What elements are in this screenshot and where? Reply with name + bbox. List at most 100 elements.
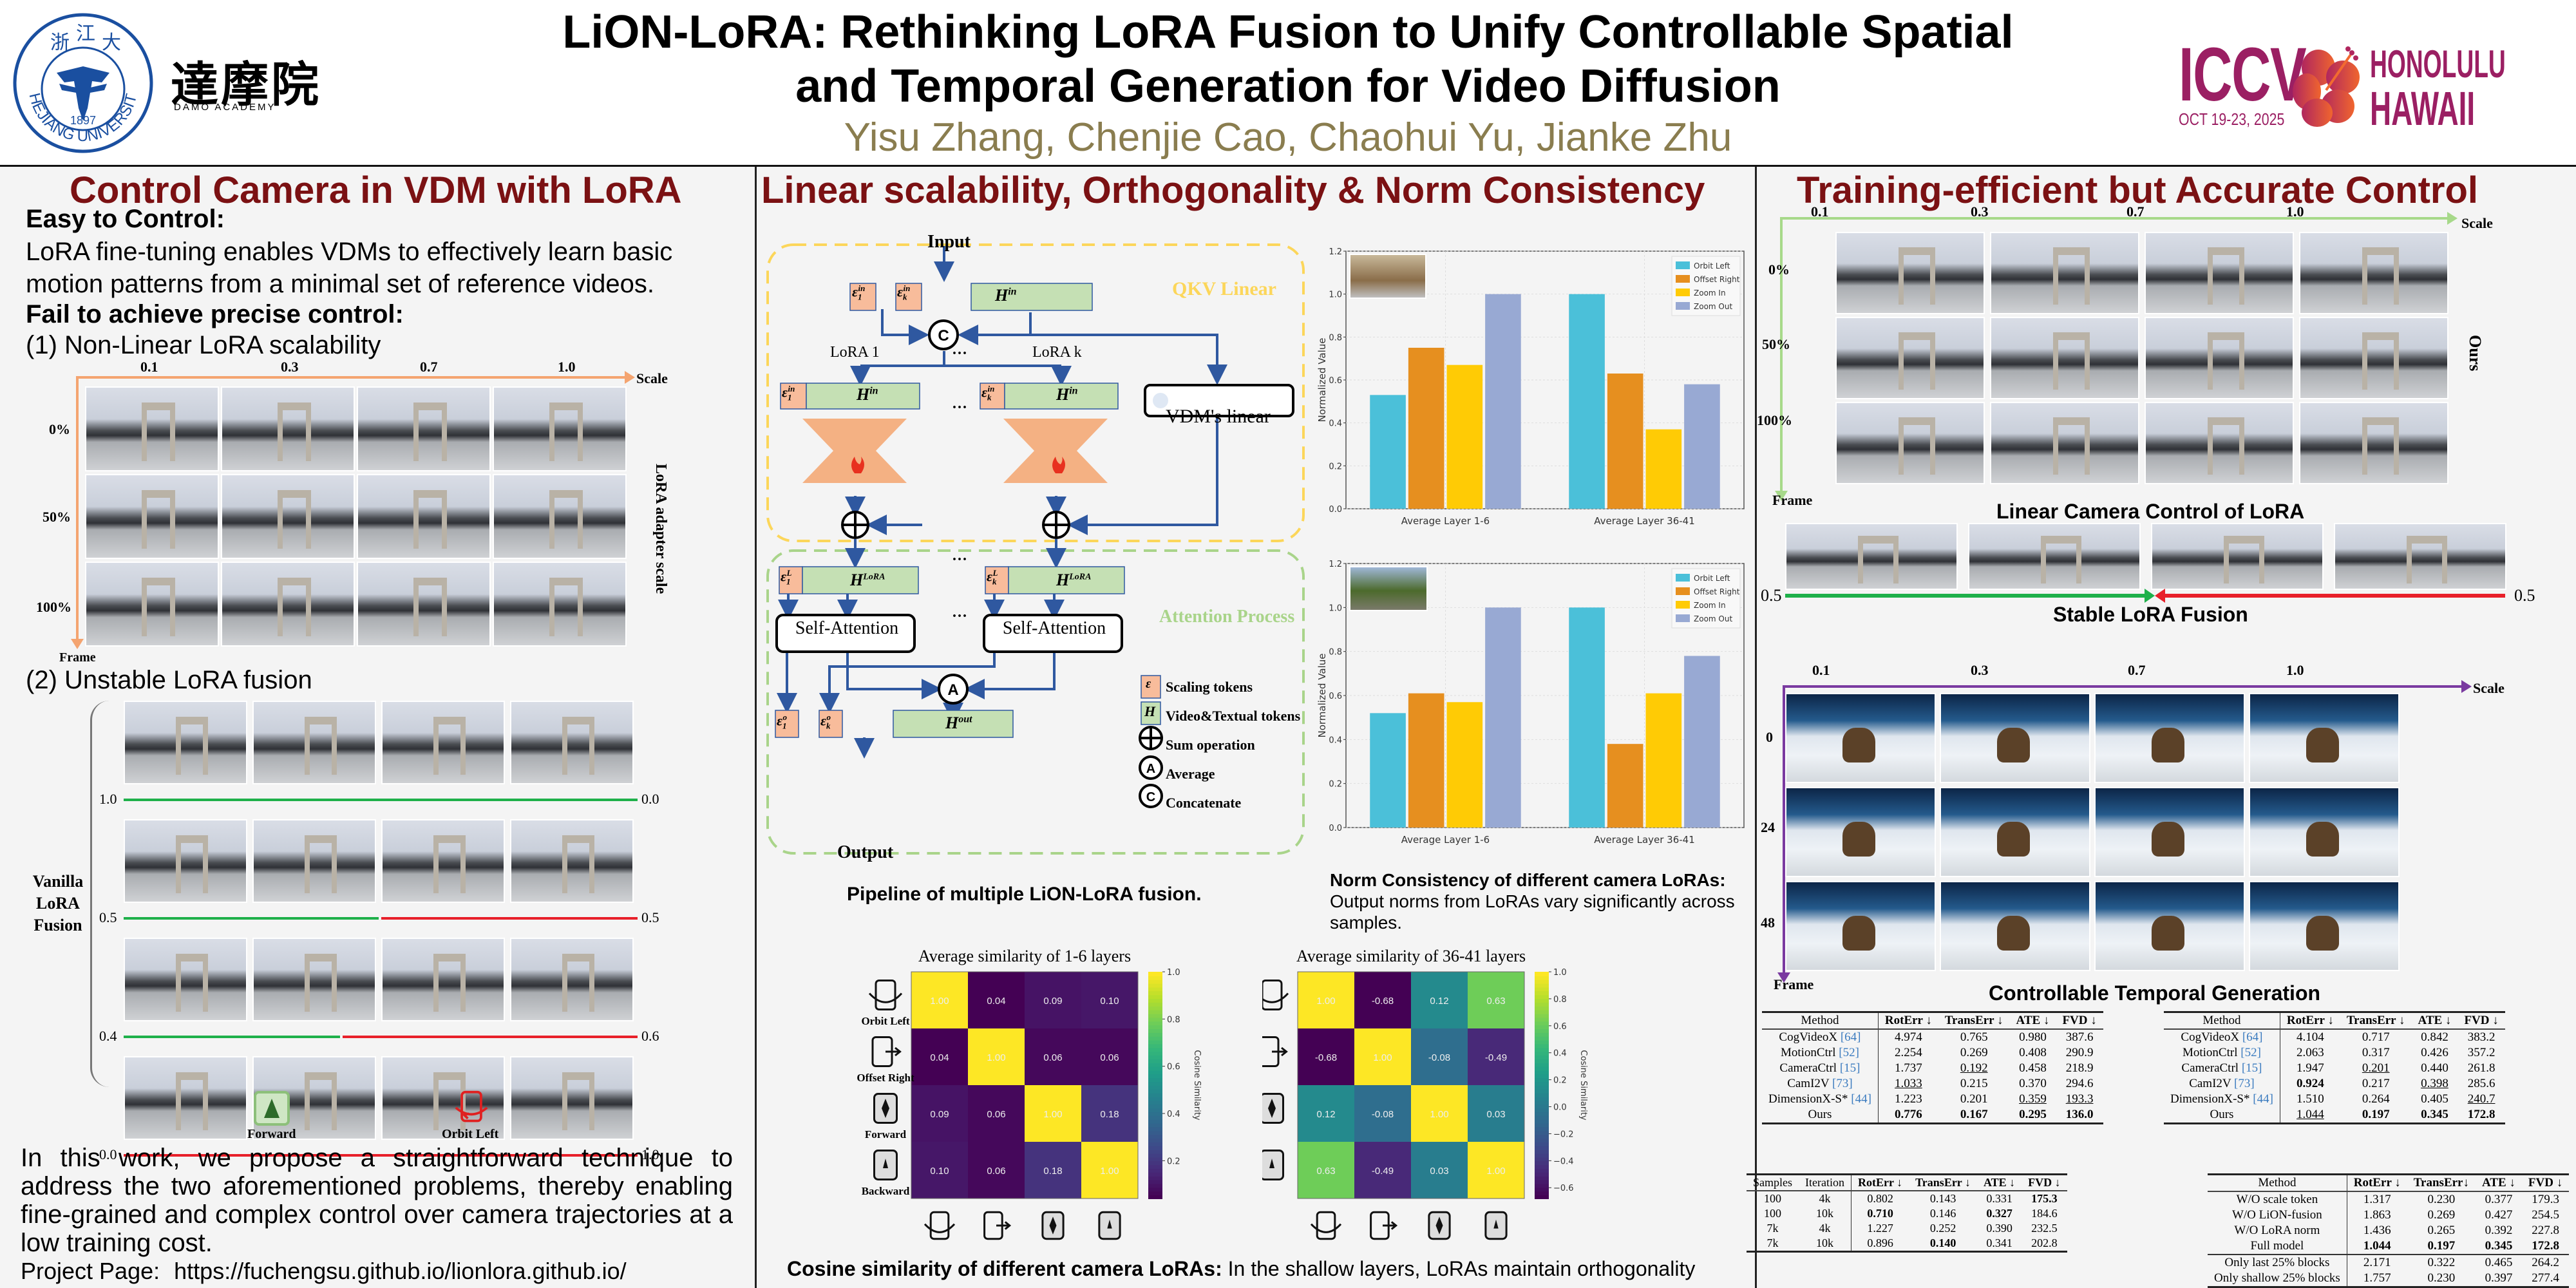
- colorbar-segment: [1535, 1055, 1549, 1059]
- value-cell: 0.440: [2421, 1061, 2448, 1075]
- heatmap-cell: [1025, 1142, 1081, 1198]
- heatmap-cell-value: 0.09: [930, 1109, 949, 1120]
- column-divider-2: [1755, 167, 1757, 1288]
- value-cell: 232.5: [2031, 1222, 2058, 1235]
- colorbar-segment: [1535, 1160, 1549, 1166]
- colorbar-segment: [1148, 1009, 1162, 1014]
- orbit-weight-arrow: [124, 1154, 638, 1157]
- heatmap-frame: [911, 971, 1139, 1199]
- value-cell: 0.230: [2427, 1193, 2456, 1206]
- value-cell: 1.757: [2363, 1271, 2391, 1285]
- value-cell: 0.143: [1929, 1192, 1956, 1205]
- offset-right-icon: [983, 1211, 1012, 1240]
- colorbar-segment: [1535, 1058, 1549, 1063]
- colorbar-segment: [1148, 1130, 1162, 1135]
- colorbar-tick-label: 0.8: [1553, 995, 1567, 1005]
- fusion-frame: [381, 819, 505, 903]
- fusion-left-weight: 1.0: [99, 791, 117, 807]
- column-divider-1: [755, 167, 757, 1288]
- method-cell: MotionCtrl [52]: [1762, 1045, 1879, 1061]
- value-cell: 290.9: [2065, 1046, 2094, 1059]
- colorbar-segment: [1535, 987, 1549, 992]
- x-tick-label: Average Layer 1-6: [1401, 515, 1490, 527]
- temporal-frame: [2094, 693, 2245, 783]
- scale-tick: 0.3: [1971, 204, 1989, 220]
- ours-frame: [1990, 402, 2139, 484]
- colorbar-segment: [1535, 1126, 1549, 1132]
- project-page-link[interactable]: https://fuchengsu.github.io/lionlora.git…: [174, 1258, 627, 1284]
- arrow-right-icon: [2145, 589, 2155, 603]
- frame-tick: 0%: [1768, 261, 1790, 278]
- table-header: ATE ↓: [2482, 1176, 2515, 1189]
- scale-axis-label: Scale: [2461, 215, 2493, 231]
- heatmap-cell: [1298, 1085, 1354, 1142]
- scaling-token: ε1in: [852, 283, 866, 302]
- ours-label: Ours: [2466, 335, 2485, 372]
- svg-text:江: 江: [76, 23, 95, 44]
- linear-control-caption: Linear Camera Control of LoRA: [1996, 500, 2305, 523]
- scale-tick: 0.1: [1812, 662, 1830, 678]
- colorbar-segment: [1535, 1032, 1549, 1037]
- temporal-frame: [1785, 787, 1936, 877]
- colorbar-segment: [1535, 1088, 1549, 1094]
- frame-tick: 100%: [36, 599, 71, 615]
- dots: ···: [952, 399, 968, 416]
- colorbar-segment: [1148, 1077, 1162, 1083]
- colorbar-segment: [1148, 1058, 1162, 1063]
- iccv-location: HONOLULU HAWAII: [2370, 44, 2506, 133]
- colorbar-tick-label: −0.6: [1553, 1184, 1574, 1193]
- value-cell: 0.295: [2019, 1108, 2047, 1121]
- legend-video-textual-tokens: Video&Textual tokens: [1166, 708, 1301, 724]
- colorbar-segment: [1148, 1043, 1162, 1048]
- heatmap-cell-value: -0.68: [1315, 1052, 1337, 1063]
- qkv-linear-label: QKV Linear: [1172, 278, 1276, 299]
- value-cell: 0.331: [1986, 1192, 2012, 1205]
- heatmap-cell-value: 0.12: [1430, 996, 1448, 1007]
- value-cell: 0.390: [1986, 1222, 2012, 1235]
- value-cell: 1.044: [2363, 1239, 2391, 1253]
- colorbar-segment: [1535, 983, 1549, 988]
- legend-swatch: [1676, 275, 1690, 283]
- vanilla-fusion-label: Vanilla LoRA Fusion: [32, 872, 84, 934]
- heatmap-cell: [968, 1028, 1025, 1085]
- colorbar-segment: [1148, 972, 1162, 976]
- temporal-frame: [1785, 881, 1936, 971]
- norm-caption: Norm Consistency of different camera LoR…: [1330, 869, 1748, 933]
- value-cell: Full model: [2208, 1238, 2347, 1255]
- value-cell: 175.3: [2031, 1192, 2058, 1205]
- table-header: FVD ↓: [2528, 1176, 2563, 1189]
- legend-label: Offset Right: [1694, 275, 1740, 284]
- iccv-dates: OCT 19-23, 2025: [2179, 109, 2285, 129]
- scale-tick: 0.3: [281, 359, 299, 375]
- table-header: Iteration: [1799, 1174, 1852, 1191]
- method-cell: CogVideoX [64]: [1762, 1029, 1879, 1045]
- forward-icon: [254, 1091, 290, 1126]
- colorbar-segment: [1535, 1005, 1549, 1010]
- colorbar-segment: [1535, 1171, 1549, 1177]
- value-cell: 0.370: [2019, 1077, 2047, 1090]
- colorbar-segment: [1148, 1175, 1162, 1180]
- similarity-heatmap-deep: Average similarity of 36-41 layers1.00-0…: [1262, 947, 1588, 1240]
- ours-frame: [1990, 232, 2139, 314]
- fire-icon: [1052, 457, 1065, 473]
- ours-frame: [2299, 232, 2448, 314]
- temporal-caption: Controllable Temporal Generation: [1989, 981, 2321, 1005]
- sample-frame: [221, 386, 355, 471]
- bar-zoom-in: [1645, 429, 1682, 509]
- legend-swatch: [1676, 614, 1690, 622]
- value-cell: 7k: [1766, 1236, 1779, 1249]
- colorbar-segment: [1148, 1164, 1162, 1170]
- scaling-token: ε1in: [782, 384, 795, 402]
- temporal-frame: [2249, 693, 2400, 783]
- colorbar-segment: [1535, 1043, 1549, 1048]
- colorbar-segment: [1148, 1005, 1162, 1010]
- value-cell: 0.426: [2421, 1046, 2448, 1059]
- value-cell: 0.269: [2427, 1208, 2456, 1222]
- value-cell: 0.776: [1895, 1108, 1922, 1121]
- ours-frame: [2145, 232, 2294, 314]
